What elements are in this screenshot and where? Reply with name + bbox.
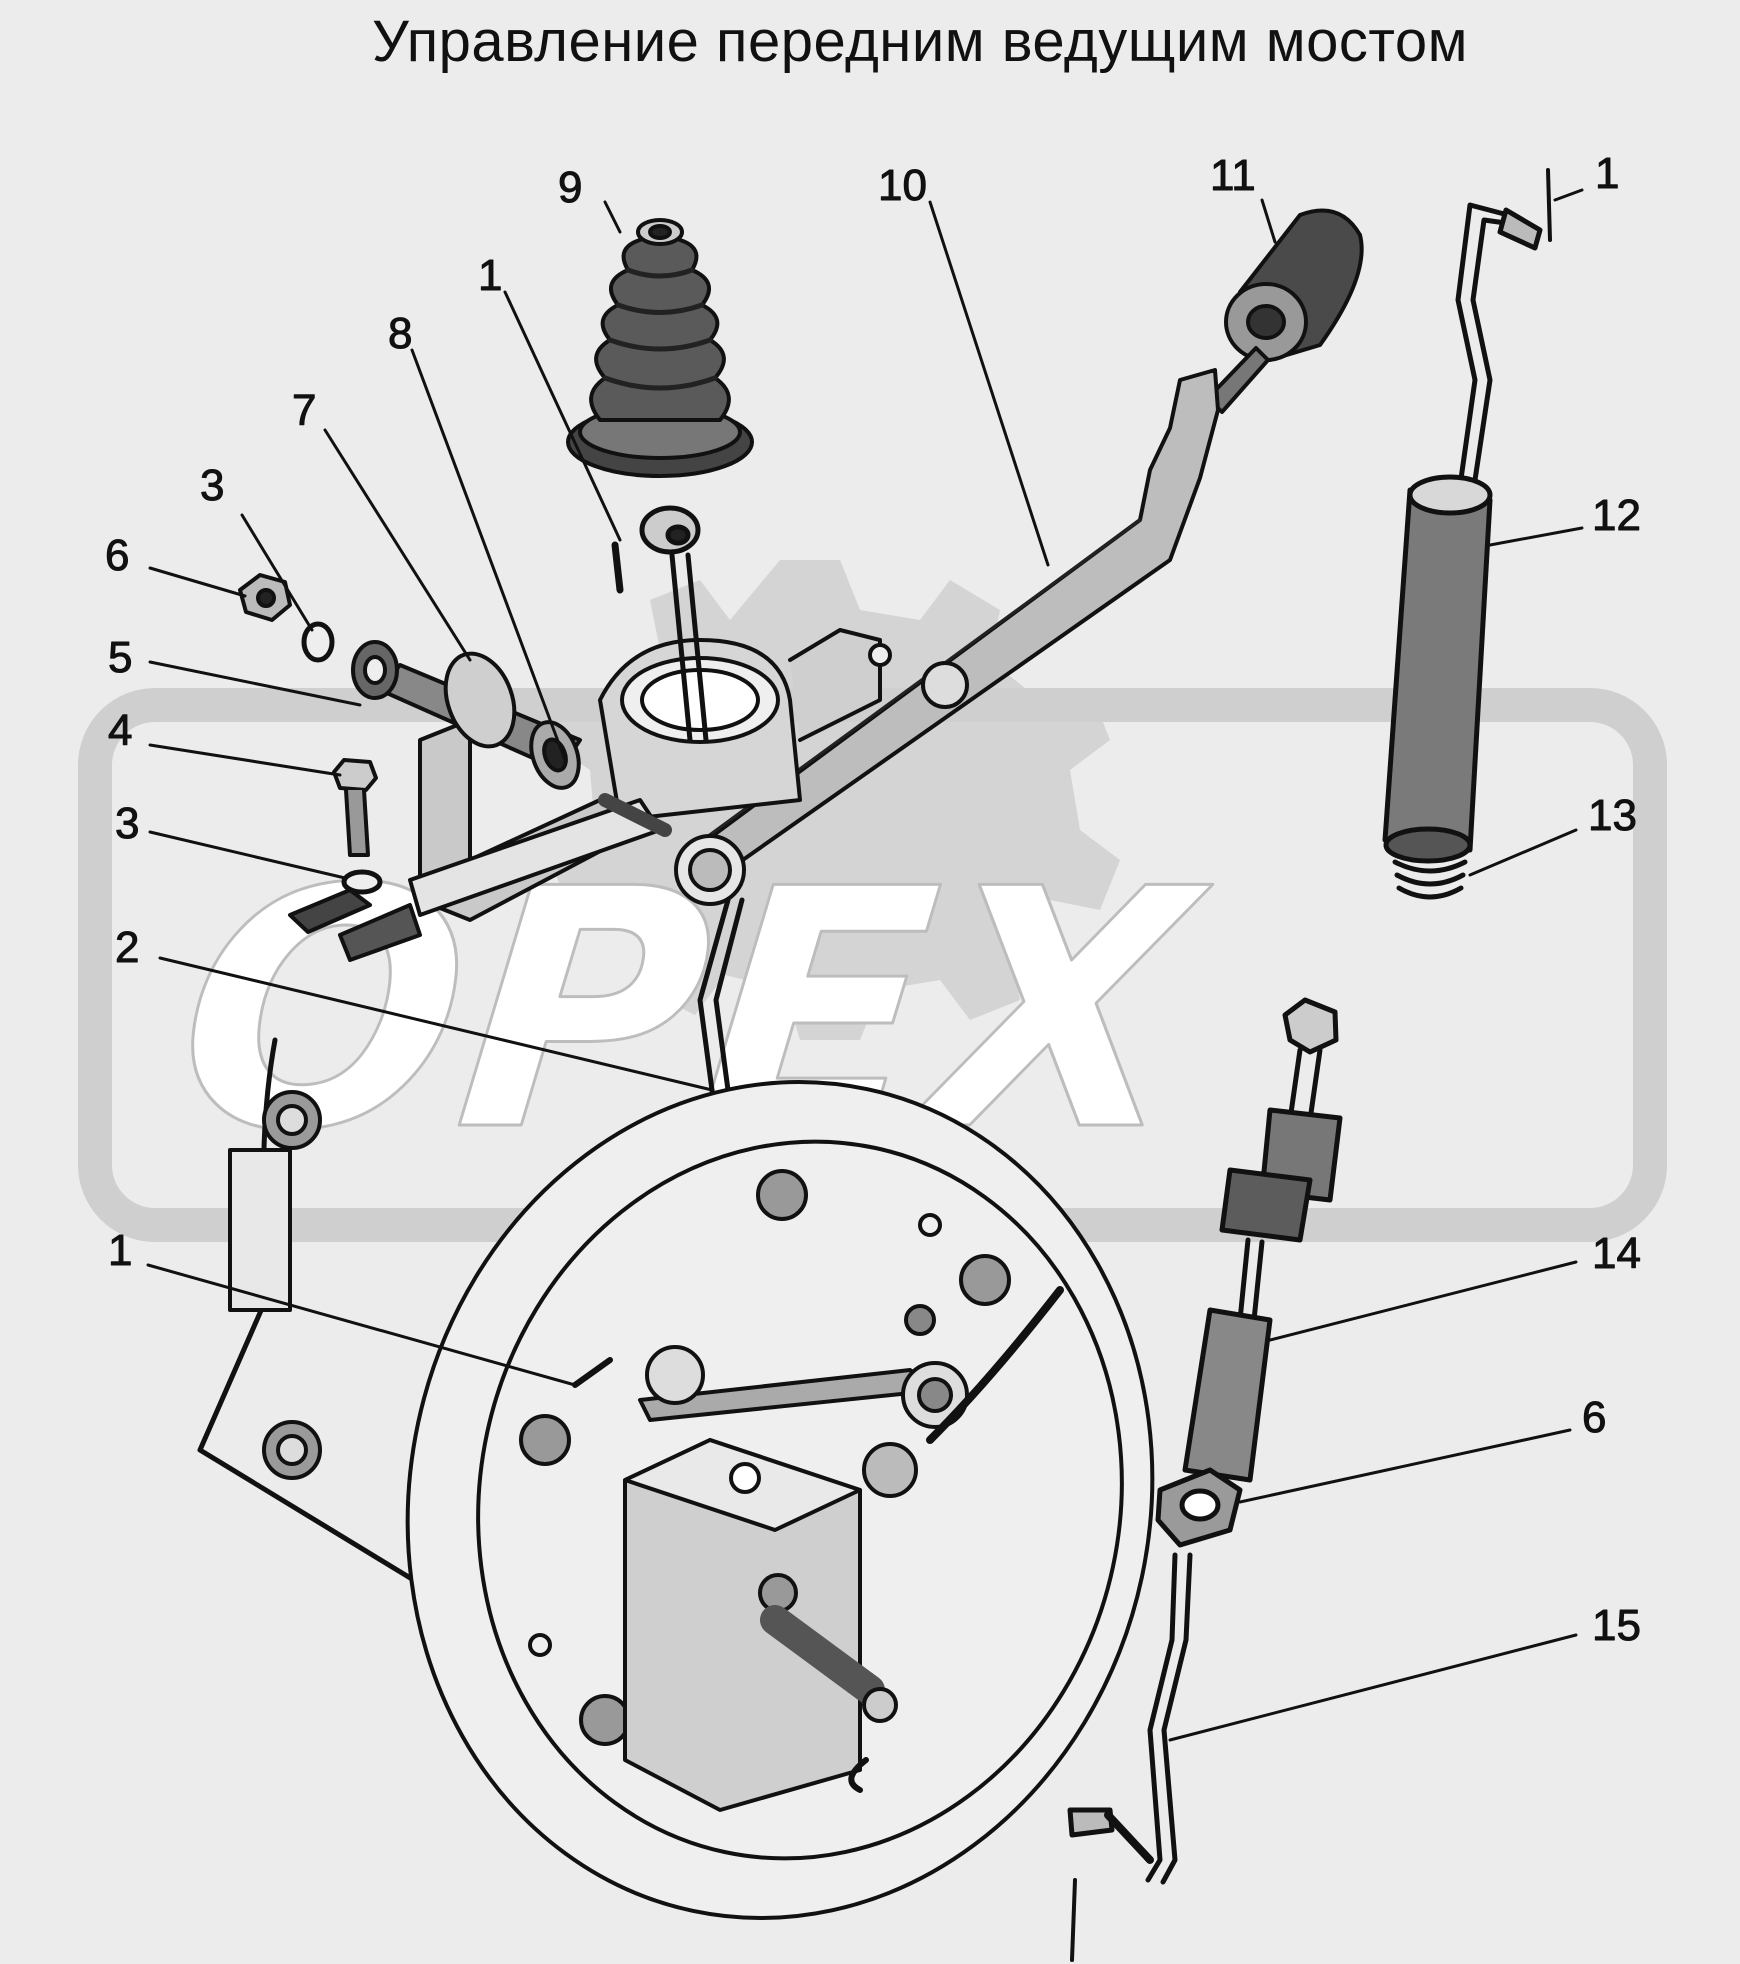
callout-6: 6 bbox=[1582, 1393, 1606, 1442]
leader-11 bbox=[1260, 198, 1277, 244]
leader-8 bbox=[410, 348, 567, 762]
leader-1c bbox=[146, 1263, 577, 1387]
callout-11: 11 bbox=[1210, 151, 1256, 200]
upper-rod bbox=[598, 505, 709, 837]
small-fasteners bbox=[238, 541, 624, 895]
leader-6b bbox=[1238, 1428, 1572, 1504]
lower-right-rod bbox=[1067, 1552, 1193, 1962]
callout-9: 9 bbox=[558, 163, 582, 212]
callout-5: 5 bbox=[108, 633, 132, 682]
shaft-assembly bbox=[351, 640, 582, 790]
rubber-boot bbox=[566, 218, 754, 478]
leader-3b bbox=[148, 830, 347, 880]
upper-right-rod bbox=[1382, 168, 1552, 900]
callout-13: 13 bbox=[1588, 791, 1637, 840]
leader-5 bbox=[148, 660, 362, 707]
leader-13 bbox=[1468, 828, 1578, 877]
callout-7: 7 bbox=[292, 386, 316, 435]
callout-1: 1 bbox=[108, 1226, 132, 1275]
callout-3: 3 bbox=[115, 799, 139, 848]
callout-2: 2 bbox=[115, 923, 139, 972]
leader-14 bbox=[1268, 1260, 1578, 1342]
callout-1: 1 bbox=[478, 251, 502, 300]
control-lever bbox=[674, 346, 1270, 906]
transfer-case bbox=[197, 1037, 1155, 1920]
leader-15 bbox=[1168, 1633, 1578, 1742]
adjuster-assembly bbox=[1155, 997, 1343, 1548]
support-bracket bbox=[288, 628, 892, 962]
leader-12 bbox=[1488, 526, 1584, 547]
callout-6: 6 bbox=[105, 531, 129, 580]
diagram-title: Управление передним ведущим мостом bbox=[372, 9, 1468, 74]
callout-4: 4 bbox=[108, 706, 132, 755]
leader-lines bbox=[146, 188, 1584, 1742]
leader-3a bbox=[240, 513, 314, 632]
callout-14: 14 bbox=[1592, 1229, 1641, 1278]
callout-8: 8 bbox=[388, 309, 412, 358]
leader-2 bbox=[158, 956, 714, 1092]
callout-1: 1 bbox=[1595, 149, 1619, 198]
leader-1b bbox=[503, 290, 622, 542]
leader-7 bbox=[323, 428, 472, 662]
callout-labels: 9 10 11 1 1 8 7 3 6 12 5 4 3 13 2 1 14 6… bbox=[105, 149, 1642, 1651]
lever-knob bbox=[1224, 208, 1364, 362]
leader-1a bbox=[1553, 188, 1584, 202]
leader-9 bbox=[603, 200, 622, 234]
callout-3: 3 bbox=[200, 461, 224, 510]
leader-6a bbox=[148, 566, 247, 598]
callout-12: 12 bbox=[1592, 491, 1641, 540]
leader-4 bbox=[148, 743, 342, 777]
callout-15: 15 bbox=[1592, 1601, 1641, 1650]
leader-10 bbox=[928, 200, 1050, 567]
callout-10: 10 bbox=[878, 161, 927, 210]
